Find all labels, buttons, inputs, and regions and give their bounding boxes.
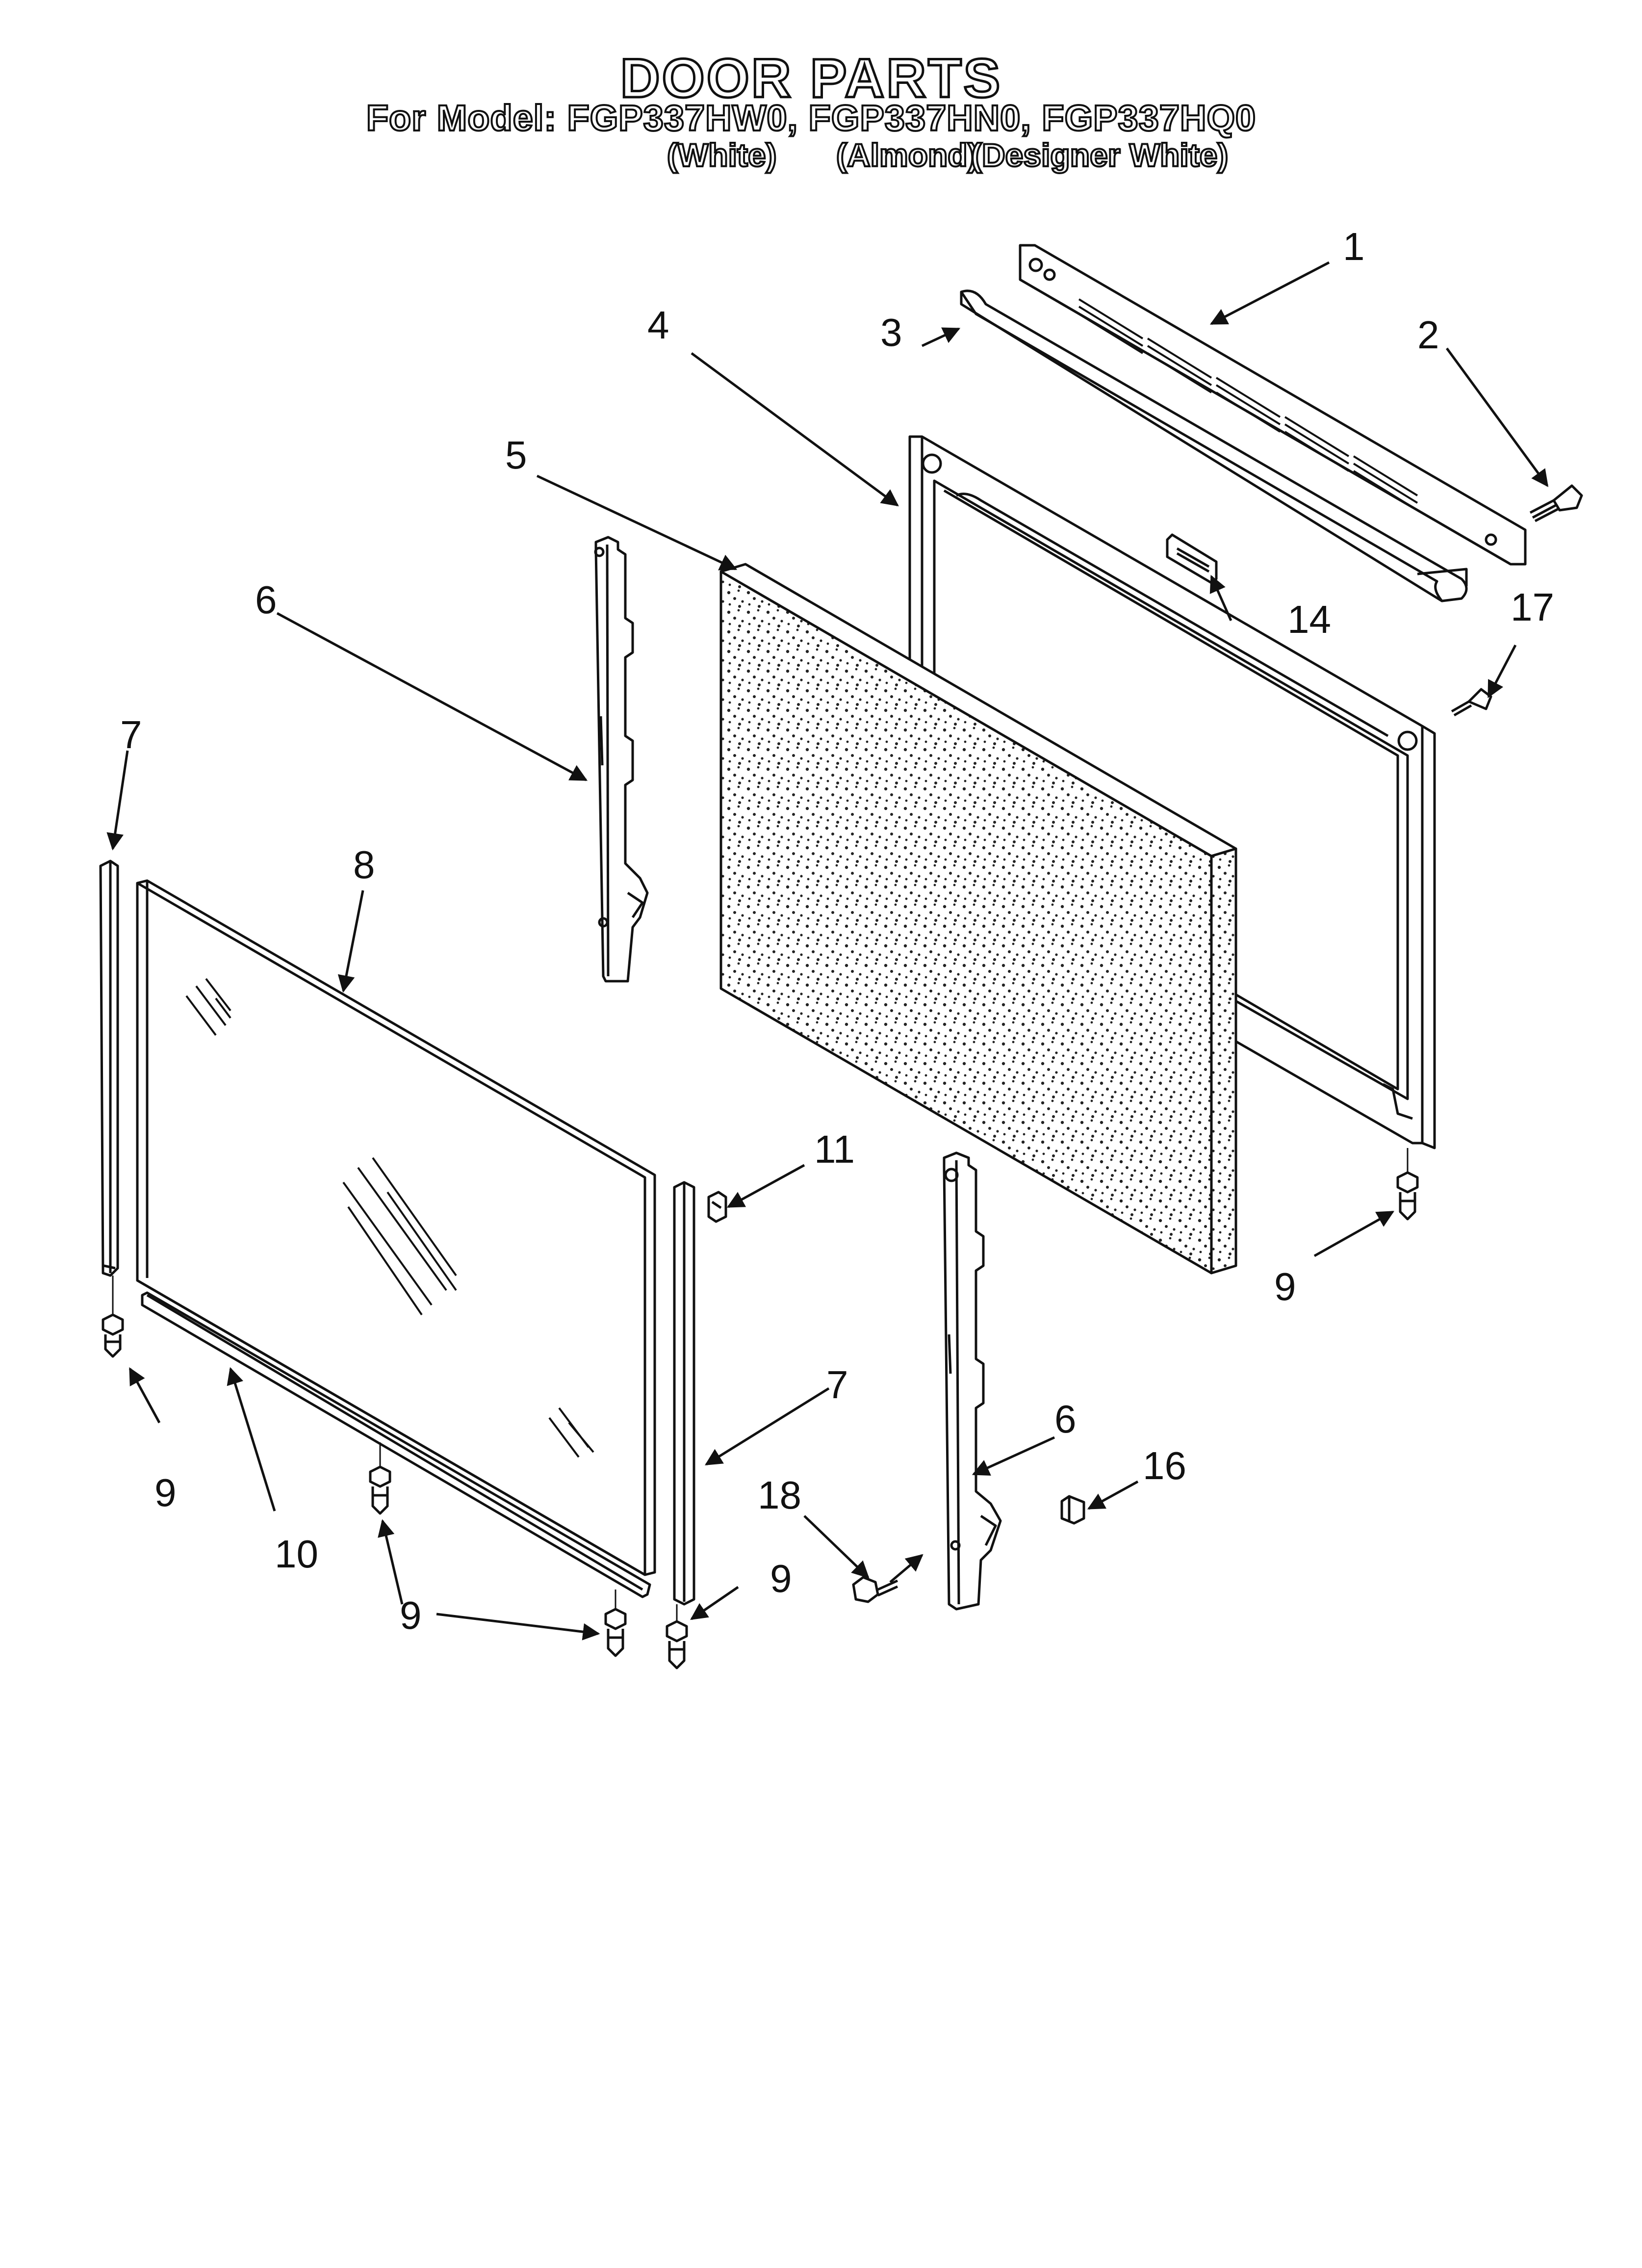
callout-17: 17 xyxy=(1511,585,1554,629)
part-9-screw-c xyxy=(604,1608,627,1657)
callout-9-middle: 9 xyxy=(770,1557,792,1600)
callout-11: 11 xyxy=(814,1127,855,1171)
callout-7-left: 7 xyxy=(120,713,142,756)
leader-arrows xyxy=(106,261,1549,1641)
part-9-screw-b xyxy=(369,1465,391,1515)
callout-9-bottom: 9 xyxy=(400,1593,422,1637)
part-9-screw-a xyxy=(102,1313,124,1358)
part-1-vent-trim xyxy=(1019,244,1527,566)
part-2-screw xyxy=(1529,484,1583,522)
callout-9-left: 9 xyxy=(154,1471,177,1514)
callout-6-lower: 6 xyxy=(1054,1397,1077,1441)
part-8-glass-panel xyxy=(136,879,656,1576)
callout-3: 3 xyxy=(880,311,902,354)
callout-5: 5 xyxy=(505,433,527,477)
part-6-hinge-channel-upper xyxy=(594,536,649,983)
model-line: For Model: FGP337HW0, FGP337HN0, FGP337H… xyxy=(365,97,1257,139)
callout-9-right: 9 xyxy=(1274,1265,1296,1308)
part-9-screw-d xyxy=(666,1620,688,1669)
color-almond: (Almond) xyxy=(835,136,979,174)
callout-4: 4 xyxy=(647,303,669,347)
part-9-screw-e xyxy=(1396,1171,1419,1221)
part-16-clip xyxy=(1060,1495,1085,1525)
callout-16: 16 xyxy=(1143,1444,1186,1487)
callout-8: 8 xyxy=(353,843,375,886)
callout-14: 14 xyxy=(1287,598,1331,641)
callout-2: 2 xyxy=(1417,313,1439,357)
callout-6-upper: 6 xyxy=(255,578,277,622)
part-11-clip xyxy=(707,1191,727,1223)
callout-labels: 1 2 3 4 5 6 6 7 7 8 9 9 9 9 10 11 14 16 … xyxy=(120,225,1554,1637)
part-6-hinge-channel-lower xyxy=(943,1151,1002,1611)
page-title: DOOR PARTS xyxy=(619,47,1002,110)
part-7-trim-right xyxy=(673,1181,695,1606)
part-5-insulation xyxy=(719,563,1237,1275)
callout-1: 1 xyxy=(1343,225,1365,268)
color-white: (White) xyxy=(666,136,778,174)
part-7-trim-left xyxy=(99,860,119,1277)
part-10-bottom-trim xyxy=(141,1291,651,1598)
color-designer-white: (Designer White) xyxy=(970,136,1229,174)
part-3-handle xyxy=(960,289,1468,602)
part-17-screw xyxy=(1451,688,1492,717)
callout-10: 10 xyxy=(275,1532,318,1576)
callout-7-right: 7 xyxy=(826,1363,848,1407)
part-18-screw xyxy=(852,1576,898,1603)
callout-18: 18 xyxy=(758,1473,801,1517)
part-14-insert xyxy=(1166,533,1218,584)
